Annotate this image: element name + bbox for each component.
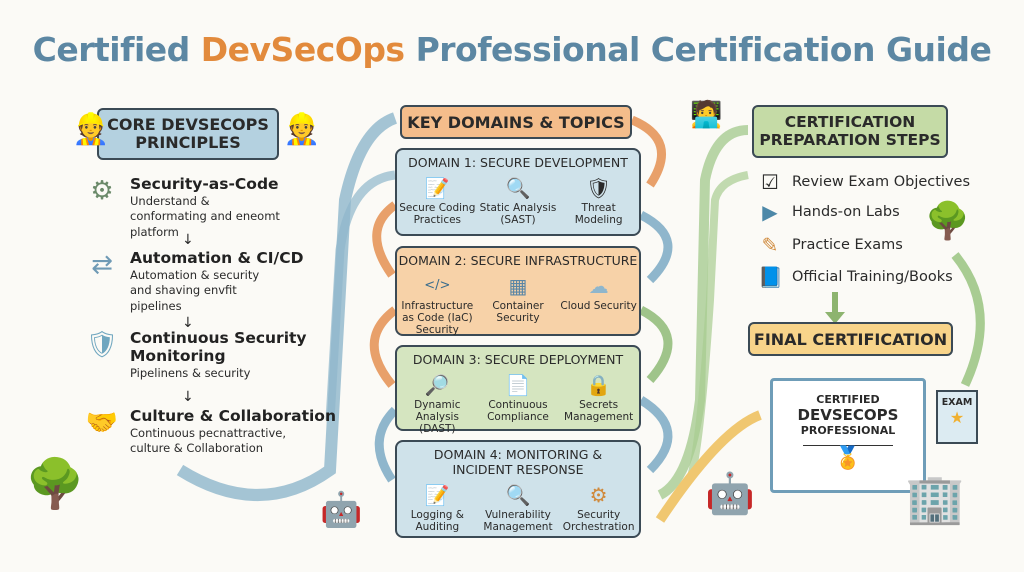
gears-icon: ⚙	[90, 176, 114, 206]
domain-1: DOMAIN 1: SECURE DEVELOPMENT 📝Secure Cod…	[395, 148, 641, 236]
preparation-heading: CERTIFICATION PREPARATION STEPS	[752, 105, 948, 158]
domains-heading: KEY DOMAINS & TOPICS	[400, 105, 632, 139]
domain-4: DOMAIN 4: MONITORING & INCIDENT RESPONSE…	[395, 440, 641, 538]
magnifier-icon: 🔍	[505, 483, 531, 507]
topic-label: Continuous Compliance	[487, 399, 549, 424]
principle-security-as-code: ⚙ Security-as-Code Understand & conforma…	[80, 175, 340, 240]
principle-title: Security-as-Code	[130, 175, 279, 193]
exam-paper: EXAM★	[936, 390, 978, 444]
principle-automation: ⇄ Automation & CI/CD Automation & securi…	[80, 249, 340, 314]
title-text: Certified	[32, 30, 201, 69]
clipboard-pencil-icon: ✎	[761, 233, 779, 257]
topic-label: Static Analysis (SAST)	[479, 202, 557, 227]
arrow-down-icon: ↓	[182, 315, 194, 331]
code-window-icon: </>	[424, 278, 451, 293]
magnifier-check-icon: 🔍	[505, 176, 531, 200]
arrow-down-icon: ↓	[182, 389, 194, 405]
topic-label: Vulnerability Management	[483, 509, 553, 534]
principle-title: Continuous Security Monitoring	[130, 329, 307, 365]
title-text-end: Professional Certification Guide	[404, 30, 992, 69]
topic-label: Cloud Security	[560, 300, 637, 312]
container-icon: ▦	[508, 274, 528, 298]
robot-icon: 🤖	[705, 471, 755, 517]
certificate-line1: CERTIFIED	[816, 393, 880, 406]
step-label: Official Training/Books	[792, 269, 953, 285]
star-icon: ★	[949, 408, 965, 427]
topic-label: Infrastructure as Code (IaC) Security	[401, 300, 474, 337]
cloud-icon: ☁	[588, 274, 609, 298]
shield-lock-icon: 🛡	[585, 176, 612, 200]
step-practice-exams: ✎ Practice Exams	[758, 233, 903, 257]
domain-title: DOMAIN 2: SECURE INFRASTRUCTURE	[398, 253, 638, 268]
topic-label: Logging & Auditing	[410, 509, 464, 534]
exam-label: EXAM	[941, 397, 973, 408]
title-accent: DevSecOps	[200, 30, 405, 69]
certificate-line3: PROFESSIONAL	[800, 424, 896, 437]
topic-label: Threat Modeling	[574, 202, 623, 227]
building-icon: 🏢	[905, 471, 965, 527]
person-laptop-icon: 🧑‍💻	[690, 100, 723, 130]
principle-desc: Pipelinens & security	[130, 365, 251, 380]
topic-label: Dynamic Analysis (DAST)	[414, 399, 461, 436]
final-certification-heading: FINAL CERTIFICATION	[748, 322, 953, 356]
principles-heading: CORE DEVSECOPS PRINCIPLES	[97, 108, 279, 160]
principle-monitoring: 🛡 Continuous Security Monitoring Pipelin…	[80, 329, 340, 381]
book-icon: 📘	[758, 265, 783, 289]
seal-ribbon-icon: 🏅	[834, 446, 862, 471]
checklist-icon: ☑	[761, 170, 779, 194]
domain-title: DOMAIN 3: SECURE DEPLOYMENT	[412, 352, 624, 367]
principle-culture: 🤝 Culture & Collaboration Continuous pec…	[80, 407, 340, 457]
topic-label: Secure Coding Practices	[399, 202, 476, 227]
worker-icon: 👷	[283, 112, 321, 147]
document-pen-icon: 📝	[424, 176, 450, 200]
step-label: Review Exam Objectives	[792, 174, 971, 190]
topic-label: Secrets Management	[564, 399, 634, 424]
robot-icon: 🤖	[320, 490, 363, 530]
arrow-down-icon: ↓	[182, 232, 194, 248]
topic-label: Security Orchestration	[562, 509, 635, 534]
domain-3: DOMAIN 3: SECURE DEPLOYMENT 🔎Dynamic Ana…	[395, 345, 641, 435]
certificate-line2: DEVSECOPS	[797, 406, 899, 424]
principle-desc: Continuous pecnattractive, culture & Col…	[130, 425, 286, 456]
topic-label: Container Security	[492, 300, 544, 325]
tree-icon: 🌳	[25, 456, 85, 512]
monitor-play-icon: ▶	[762, 200, 778, 224]
principle-title: Automation & CI/CD	[130, 249, 304, 267]
step-label: Hands-on Labs	[792, 204, 900, 220]
domain-title: DOMAIN 1: SECURE DEVELOPMENT	[408, 155, 628, 170]
principle-desc: Automation & security and shaving envfit…	[130, 267, 260, 313]
worker-icon: 👷	[72, 112, 110, 147]
step-hands-on-labs: ▶ Hands-on Labs	[758, 200, 900, 224]
step-review-objectives: ☑ Review Exam Objectives	[758, 170, 970, 194]
document-pen-icon: 📝	[424, 483, 450, 507]
gear-shield-icon: ⚙	[589, 483, 608, 507]
step-official-training: 📘 Official Training/Books	[758, 265, 953, 289]
document-check-icon: 📄	[505, 373, 531, 397]
page-title: Certified DevSecOps Professional Certifi…	[0, 30, 1024, 69]
magnifier-network-icon: 🔎	[424, 373, 450, 397]
handshake-icon: 🤝	[85, 408, 119, 438]
certificate: CERTIFIED DEVSECOPS PROFESSIONAL 🏅	[770, 378, 926, 493]
principle-desc: Understand & conformating and eneomt pla…	[130, 193, 280, 239]
principle-title: Culture & Collaboration	[130, 407, 336, 425]
pipeline-arrows-icon: ⇄	[91, 250, 113, 280]
tree-icon: 🌳	[925, 201, 970, 242]
domain-title: DOMAIN 4: MONITORING & INCIDENT RESPONSE	[433, 447, 603, 477]
domain-2: DOMAIN 2: SECURE INFRASTRUCTURE </> Infra…	[395, 246, 641, 336]
step-label: Practice Exams	[792, 237, 903, 253]
shield-check-icon: 🛡	[85, 330, 119, 360]
padlock-icon: 🔒	[586, 373, 612, 397]
